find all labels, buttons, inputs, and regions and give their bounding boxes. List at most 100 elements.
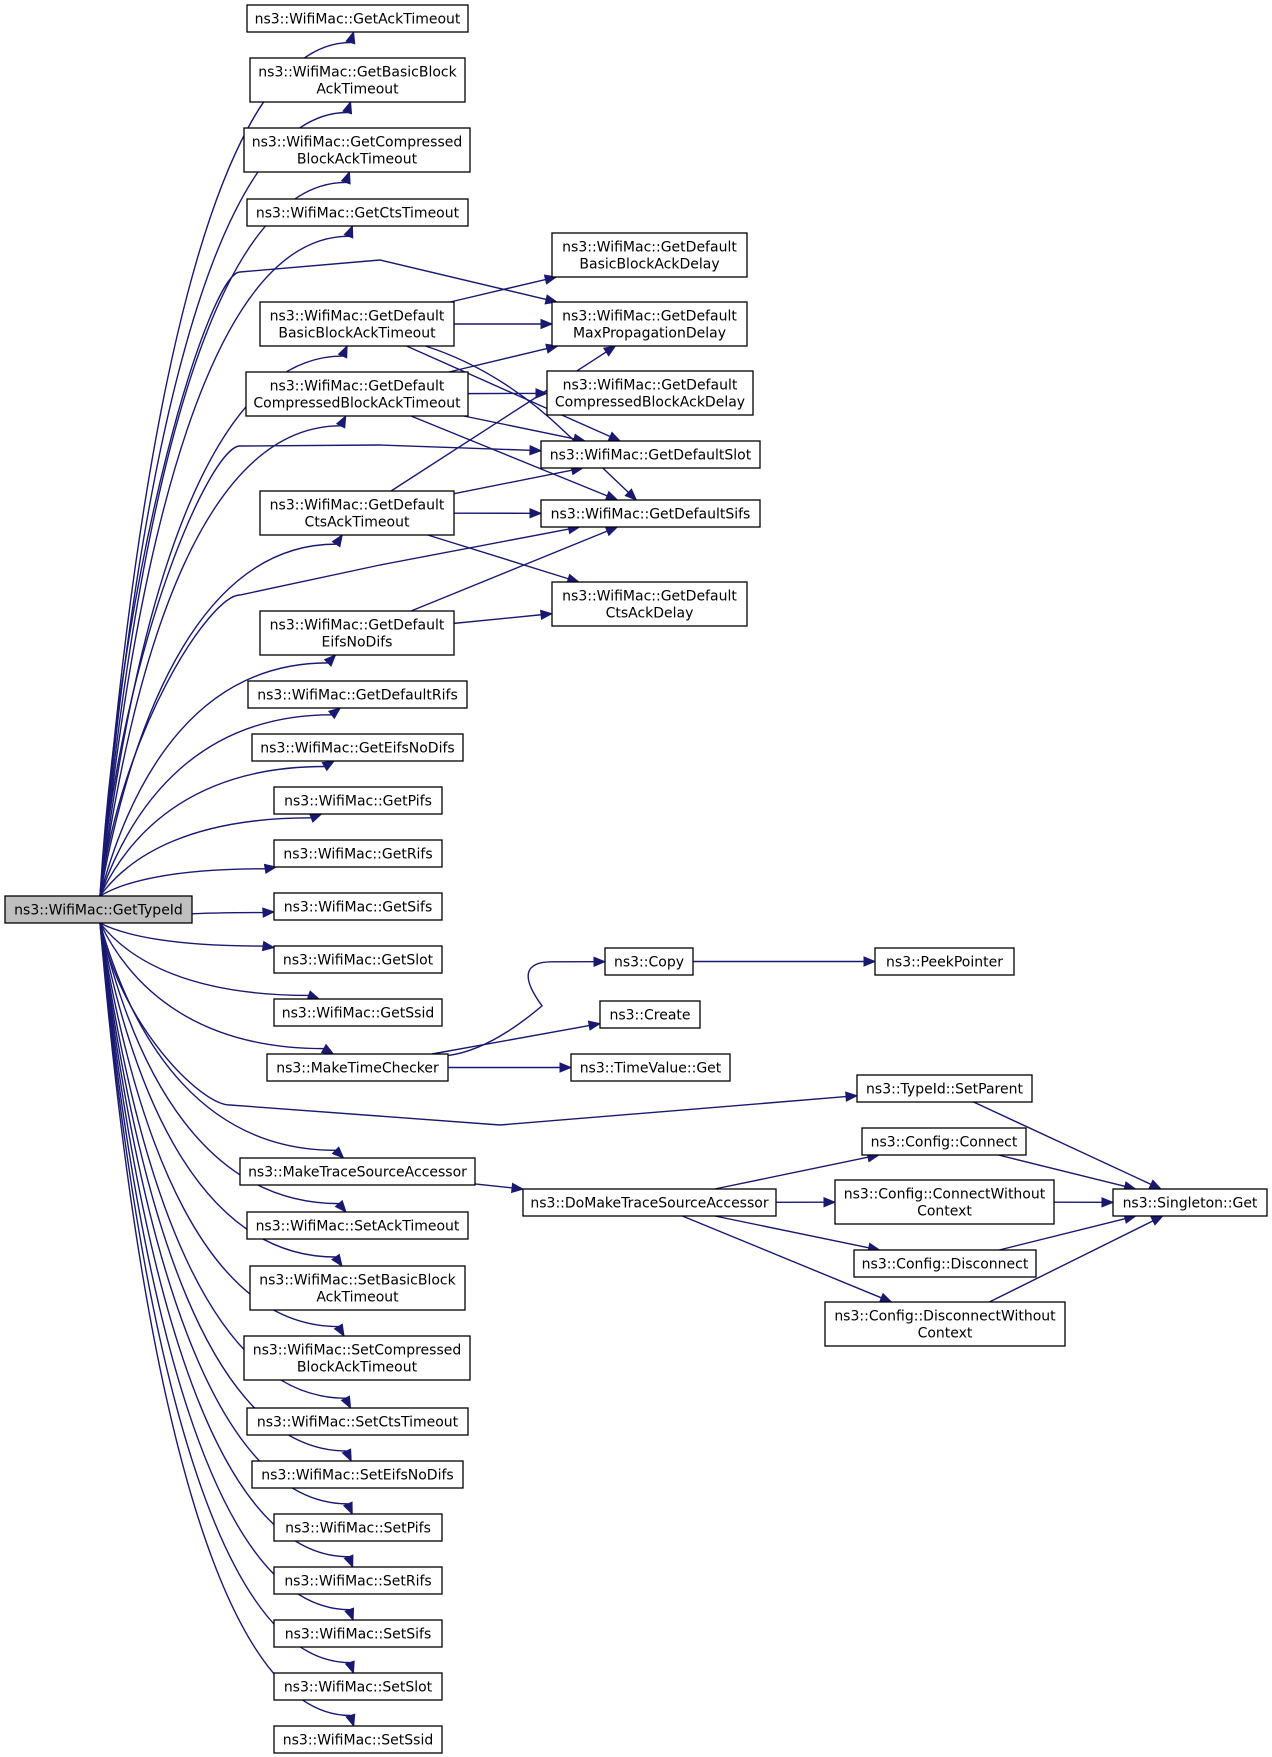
node-getDefBasicBlockAckTimeout[interactable]: ns3::WifiMac::GetDefaultBasicBlockAckTim…	[259, 301, 455, 347]
node-label: ns3::DoMakeTraceSourceAccessor	[530, 1196, 768, 1212]
node-getRifs[interactable]: ns3::WifiMac::GetRifs	[273, 839, 443, 868]
edge-root-to-setCtsTimeout	[99, 922, 352, 1410]
node-setSsid[interactable]: ns3::WifiMac::SetSsid	[273, 1725, 443, 1754]
edge-line	[410, 415, 608, 497]
edge-root-to-getCtsTimeout	[99, 224, 354, 897]
node-peekPointer[interactable]: ns3::PeekPointer	[874, 947, 1015, 976]
arrowhead-icon	[607, 431, 622, 442]
node-box	[246, 1211, 469, 1240]
node-label: BlockAckTimeout	[297, 1360, 418, 1376]
node-getDefSifs[interactable]: ns3::WifiMac::GetDefaultSifs	[540, 499, 761, 528]
node-typeIdSetParent[interactable]: ns3::TypeId::SetParent	[856, 1074, 1033, 1103]
node-setCtsTimeout[interactable]: ns3::WifiMac::SetCtsTimeout	[246, 1407, 469, 1436]
node-create[interactable]: ns3::Create	[599, 1000, 701, 1029]
node-box	[570, 1053, 731, 1082]
node-getDefRifs[interactable]: ns3::WifiMac::GetDefaultRifs	[247, 680, 468, 709]
node-box	[546, 370, 754, 416]
node-box	[259, 490, 455, 536]
node-configDisconnect[interactable]: ns3::Config::Disconnect	[853, 1249, 1037, 1278]
node-getSlot[interactable]: ns3::WifiMac::GetSlot	[273, 945, 443, 974]
node-label: ns3::MakeTimeChecker	[276, 1061, 439, 1077]
edge-line	[406, 345, 611, 438]
node-makeTimeChecker[interactable]: ns3::MakeTimeChecker	[266, 1053, 449, 1082]
node-label: ns3::WifiMac::SetSifs	[285, 1627, 432, 1643]
node-setSifs[interactable]: ns3::WifiMac::SetSifs	[273, 1619, 443, 1648]
node-label: Context	[918, 1326, 973, 1342]
node-box	[273, 1672, 443, 1701]
node-copy[interactable]: ns3::Copy	[604, 947, 694, 976]
node-box	[273, 839, 443, 868]
edge-line	[99, 922, 264, 947]
node-box	[273, 786, 443, 815]
edge-getDefEifsNoDifs-to-getDefCtsAckDelay	[453, 609, 554, 625]
arrowhead-icon	[327, 707, 342, 720]
edge-line	[99, 662, 328, 897]
node-box	[247, 680, 468, 709]
edge-doMakeTraceSourceAccessor-to-configConnectWithoutContext	[775, 1196, 837, 1208]
node-getDefSlot[interactable]: ns3::WifiMac::GetDefaultSlot	[540, 440, 761, 469]
node-label: Context	[917, 1204, 972, 1220]
node-getSsid[interactable]: ns3::WifiMac::GetSsid	[273, 998, 443, 1027]
node-box	[273, 1619, 443, 1648]
node-label: ns3::WifiMac::SetBasicBlock	[259, 1273, 456, 1289]
node-label: ns3::Config::Connect	[871, 1135, 1018, 1151]
node-label: ns3::TimeValue::Get	[580, 1061, 722, 1077]
edge-getDefBasicBlockAckTimeout-to-getDefSifs	[425, 345, 638, 501]
node-getCtsTimeout[interactable]: ns3::WifiMac::GetCtsTimeout	[246, 198, 469, 227]
node-getPifs[interactable]: ns3::WifiMac::GetPifs	[273, 786, 443, 815]
node-label: ns3::WifiMac::GetEifsNoDifs	[260, 741, 454, 757]
node-setAckTimeout[interactable]: ns3::WifiMac::SetAckTimeout	[246, 1211, 469, 1240]
edge-line	[99, 543, 337, 897]
edge-copy-to-peekPointer	[693, 956, 877, 967]
node-timeValueGet[interactable]: ns3::TimeValue::Get	[570, 1053, 731, 1082]
node-setSlot[interactable]: ns3::WifiMac::SetSlot	[273, 1672, 443, 1701]
arrowhead-icon	[331, 1253, 343, 1268]
node-getDefBasicBlockAckDelay[interactable]: ns3::WifiMac::GetDefaultBasicBlockAckDel…	[551, 232, 748, 278]
node-setRifs[interactable]: ns3::WifiMac::SetRifs	[273, 1566, 443, 1595]
edge-getDefCtsAckTimeout-to-getDefSlot	[453, 465, 585, 495]
node-setCompressedBlockAckTimeout[interactable]: ns3::WifiMac::SetCompressedBlockAckTimeo…	[243, 1335, 471, 1381]
node-getAckTimeout[interactable]: ns3::WifiMac::GetAckTimeout	[246, 4, 469, 33]
arrowhead-icon	[343, 224, 354, 239]
arrowhead-icon	[340, 170, 351, 185]
node-setEifsNoDifs[interactable]: ns3::WifiMac::SetEifsNoDifs	[251, 1460, 464, 1489]
edge-root-to-getDefCompressedBlockAckTimeout	[99, 414, 347, 897]
node-label: ns3::WifiMac::GetCompressed	[252, 135, 463, 151]
arrowhead-icon	[878, 1292, 893, 1303]
node-setPifs[interactable]: ns3::WifiMac::SetPifs	[273, 1513, 443, 1542]
node-configConnect[interactable]: ns3::Config::Connect	[861, 1127, 1027, 1156]
arrowhead-icon	[604, 526, 619, 537]
node-box	[551, 581, 748, 627]
node-getSifs[interactable]: ns3::WifiMac::GetSifs	[273, 892, 443, 921]
node-getEifsNoDifs[interactable]: ns3::WifiMac::GetEifsNoDifs	[251, 733, 464, 762]
node-root[interactable]: ns3::WifiMac::GetTypeId	[4, 895, 193, 924]
edge-root-to-makeTimeChecker	[99, 922, 335, 1055]
node-label: ns3::WifiMac::GetDefault	[270, 309, 445, 325]
node-getDefMaxPropagationDelay[interactable]: ns3::WifiMac::GetDefaultMaxPropagationDe…	[551, 301, 748, 347]
node-doMakeTraceSourceAccessor[interactable]: ns3::DoMakeTraceSourceAccessor	[522, 1188, 777, 1217]
node-getCompressedBlockAckTimeout[interactable]: ns3::WifiMac::GetCompressedBlockAckTimeo…	[243, 127, 471, 173]
node-box	[251, 1460, 464, 1489]
node-label: ns3::Config::DisconnectWithout	[834, 1309, 1056, 1325]
edge-root-to-typeIdSetParent	[99, 922, 859, 1126]
node-makeTraceSourceAccessor[interactable]: ns3::MakeTraceSourceAccessor	[239, 1157, 476, 1186]
node-singletonGet[interactable]: ns3::Singleton::Get	[1112, 1188, 1268, 1217]
node-getDefCompressedBlockAckTimeout[interactable]: ns3::WifiMac::GetDefaultCompressedBlockA…	[245, 371, 469, 417]
node-getDefCompressedBlockAckDelay[interactable]: ns3::WifiMac::GetDefaultCompressedBlockA…	[546, 370, 754, 416]
edge-line	[99, 714, 332, 897]
node-box	[273, 945, 443, 974]
node-box	[251, 733, 464, 762]
edge-root-to-getDefBasicBlockAckTimeout	[99, 344, 348, 897]
arrowhead-icon	[529, 445, 543, 456]
node-label: ns3::WifiMac::SetCtsTimeout	[257, 1415, 459, 1431]
arrowhead-icon	[331, 1146, 345, 1159]
edge-line	[714, 1156, 869, 1190]
